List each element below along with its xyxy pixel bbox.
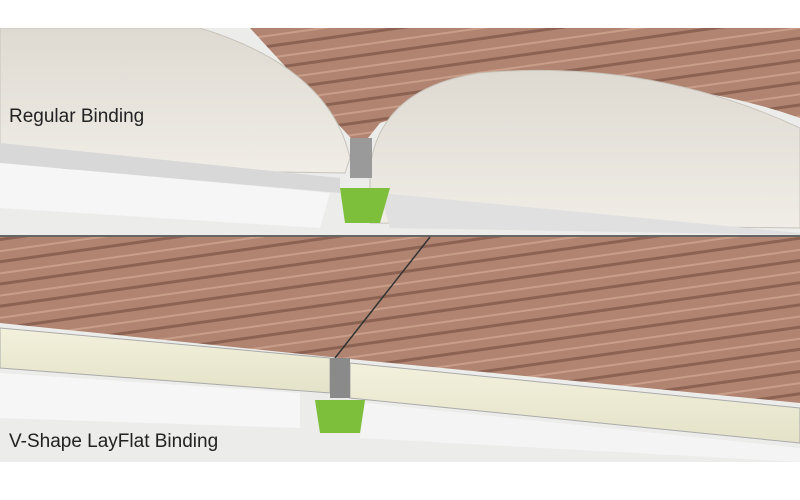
binding-comparison-photo (0, 28, 800, 462)
panel-divider (0, 235, 800, 237)
layflat-binding-panel (0, 236, 800, 462)
layflat-binding-label: V-Shape LayFlat Binding (9, 431, 219, 452)
regular-binding-panel (0, 28, 800, 235)
regular-binding-label: Regular Binding (9, 106, 145, 127)
